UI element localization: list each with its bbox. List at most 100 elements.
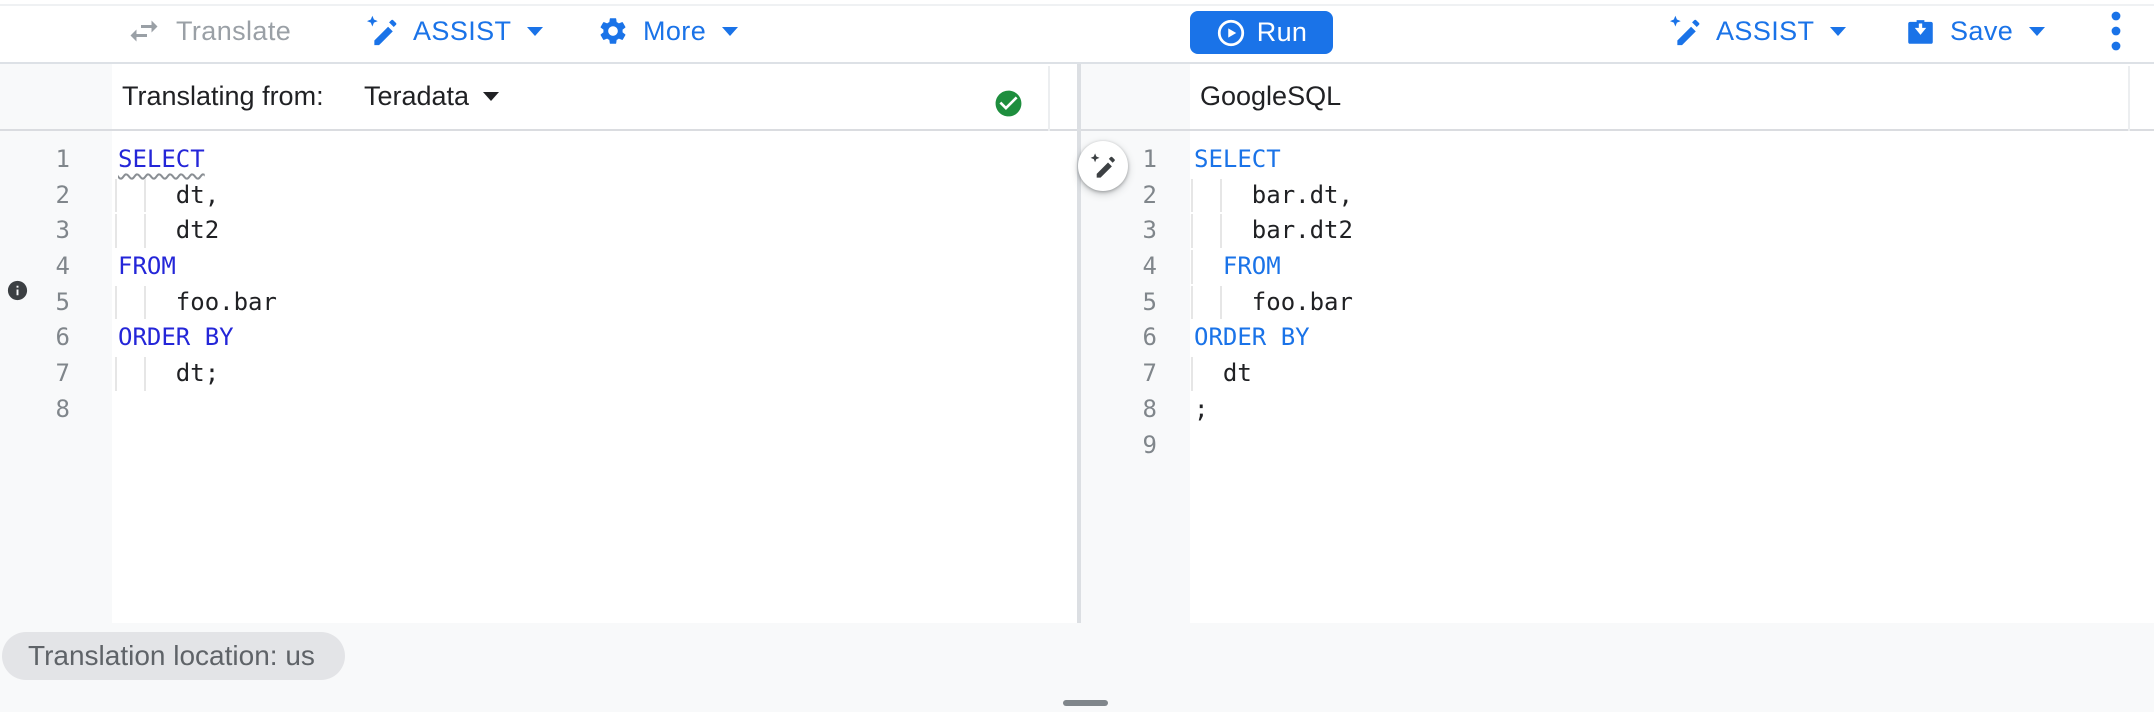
code-line[interactable]: dt, xyxy=(113,178,1043,214)
assist-button-label: ASSIST xyxy=(413,15,512,46)
indent-guide-line xyxy=(115,285,117,320)
indent-guide-line xyxy=(115,357,117,391)
line-number: 8 xyxy=(1142,394,1157,423)
source-panel-header: Translating from: Teradata xyxy=(0,64,1077,131)
code-line[interactable]: bar.dt2 xyxy=(1189,213,2139,249)
line-number: 7 xyxy=(1142,359,1157,388)
toolbar-top-divider xyxy=(0,4,2154,6)
indent-guide-line xyxy=(1191,285,1193,320)
translate-button-label: Translate xyxy=(176,15,292,46)
overflow-menu-button[interactable] xyxy=(2096,0,2136,62)
pen-spark-icon xyxy=(365,14,399,48)
chevron-down-icon xyxy=(483,92,500,101)
code-line[interactable]: FROM xyxy=(113,249,1043,285)
kebab-menu-icon xyxy=(2110,9,2122,53)
more-dropdown[interactable]: More xyxy=(597,0,739,62)
line-number: 4 xyxy=(55,252,70,281)
chevron-down-icon xyxy=(2029,26,2046,36)
sql-text: ; xyxy=(1194,394,1209,423)
toolbar: Translate ASSIST More Run ASSIST Save xyxy=(0,0,2154,64)
line-number: 3 xyxy=(55,216,70,245)
code-line[interactable]: bar.dt, xyxy=(1189,178,2139,214)
translating-from-label: Translating from: xyxy=(122,81,324,111)
sql-keyword: FROM xyxy=(1222,252,1281,281)
run-button-label: Run xyxy=(1256,17,1308,47)
indent-guide-line xyxy=(143,357,146,391)
panel-split-divider[interactable] xyxy=(1077,64,1081,623)
line-number: 1 xyxy=(55,145,70,173)
indent-guide-line xyxy=(1191,178,1193,213)
indent-guide-line xyxy=(143,178,146,213)
pen-spark-icon xyxy=(1089,152,1117,180)
translate-button[interactable]: Translate xyxy=(126,0,291,62)
indent-guide-line xyxy=(143,214,146,249)
code-line[interactable]: dt2 xyxy=(113,213,1043,249)
line-number-gutter xyxy=(1081,131,1190,623)
indent-guide-line xyxy=(143,285,146,320)
gear-icon xyxy=(597,15,629,47)
sql-text: dt, xyxy=(118,180,220,209)
indent-guide-line xyxy=(115,178,117,213)
line-number: 2 xyxy=(55,180,70,209)
sql-keyword: ORDER BY xyxy=(1194,323,1310,352)
line-number: 6 xyxy=(1142,323,1157,352)
indent-guide-line xyxy=(1219,178,1222,213)
sql-text: dt; xyxy=(118,359,220,388)
chevron-down-icon xyxy=(1830,26,1847,36)
assist-dropdown-left[interactable]: ASSIST xyxy=(365,0,544,62)
code-line[interactable]: dt; xyxy=(113,356,1043,392)
target-panel-header: GoogleSQL xyxy=(1081,64,2154,131)
assist-dropdown-right[interactable]: ASSIST xyxy=(1668,0,1847,62)
more-button-label: More xyxy=(643,15,707,46)
chevron-down-icon xyxy=(527,26,544,36)
code-line[interactable]: SELECT xyxy=(1189,142,2139,178)
swap-horizontal-icon xyxy=(126,13,162,49)
run-button[interactable]: Run xyxy=(1190,11,1333,54)
code-line[interactable]: foo.bar xyxy=(1189,285,2139,321)
assist-button-label: ASSIST xyxy=(1716,15,1815,46)
sql-text: dt2 xyxy=(118,216,220,245)
code-line[interactable]: foo.bar xyxy=(113,285,1043,321)
indent-guide-line xyxy=(115,214,117,249)
translation-success-check-circle-icon xyxy=(993,88,1024,119)
translation-location-text: Translation location: us xyxy=(28,640,315,671)
line-number: 4 xyxy=(1142,252,1157,281)
code-line[interactable]: ORDER BY xyxy=(113,320,1043,356)
indent-guide-line xyxy=(1219,214,1222,249)
code-line[interactable]: FROM xyxy=(1189,249,2139,285)
save-button-label: Save xyxy=(1950,15,2014,46)
save-icon xyxy=(1905,16,1936,47)
code-line[interactable]: dt xyxy=(1189,356,2139,392)
line-number: 3 xyxy=(1142,216,1157,245)
code-line[interactable] xyxy=(1189,428,2139,464)
sql-keyword: FROM xyxy=(118,252,176,281)
sql-keyword: SELECT xyxy=(118,145,205,173)
info-icon[interactable] xyxy=(6,279,29,302)
code-line[interactable]: SELECT xyxy=(113,142,1043,178)
code-line[interactable] xyxy=(113,392,1043,428)
bottom-panel-drag-handle[interactable] xyxy=(1063,700,1108,706)
footer-strip: Translation location: us xyxy=(0,623,2154,712)
sql-text: dt xyxy=(1194,359,1252,388)
code-line[interactable]: ; xyxy=(1189,392,2139,428)
sql-text: bar.dt, xyxy=(1194,180,1353,209)
assist-magic-pen-fab[interactable] xyxy=(1078,141,1128,191)
save-dropdown[interactable]: Save xyxy=(1905,0,2046,62)
code-line[interactable]: ORDER BY xyxy=(1189,320,2139,356)
indent-guide-line xyxy=(1191,250,1193,284)
gutter-header-cap xyxy=(0,64,112,129)
line-number: 5 xyxy=(55,287,70,316)
sql-keyword: SELECT xyxy=(1194,145,1281,173)
sql-keyword: ORDER BY xyxy=(118,323,234,352)
target-dialect-label: GoogleSQL xyxy=(1200,81,1342,111)
pen-spark-icon xyxy=(1668,14,1702,48)
chevron-down-icon xyxy=(722,26,739,36)
source-dialect-select[interactable]: Teradata xyxy=(364,64,500,129)
line-number: 2 xyxy=(1142,180,1157,209)
